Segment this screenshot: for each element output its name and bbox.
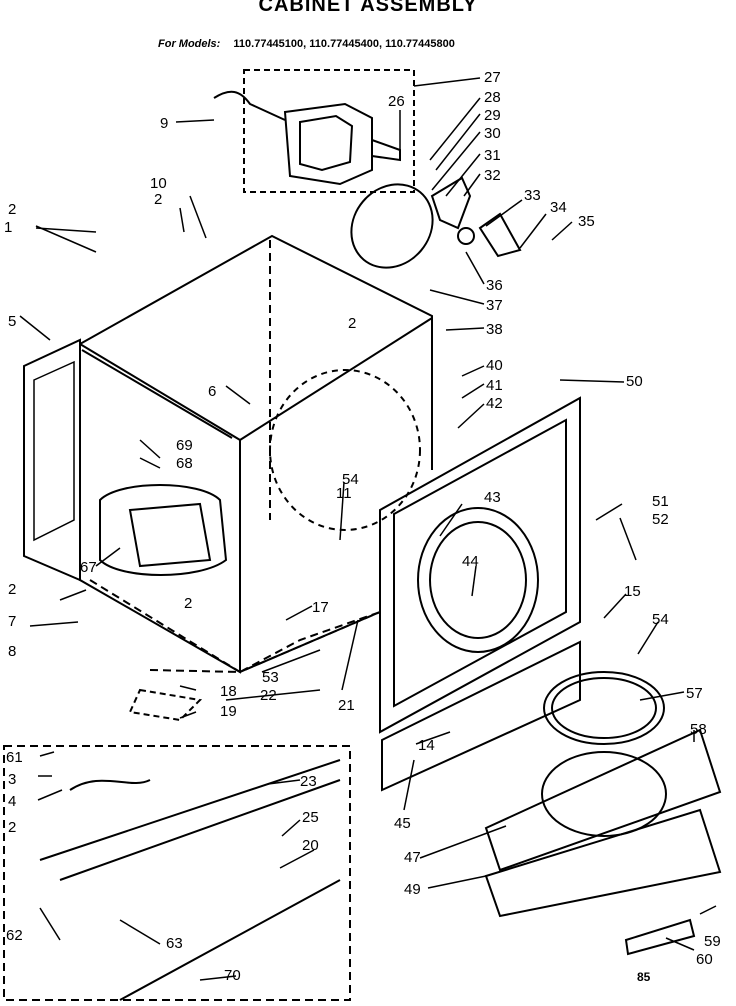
callout-57: 57 (686, 685, 703, 702)
callout-41: 41 (486, 377, 503, 394)
cabinet (79, 234, 433, 674)
callout-21: 21 (338, 697, 355, 714)
callout-29: 29 (484, 107, 501, 124)
leader-lines (19, 77, 717, 981)
callout-31: 31 (484, 147, 501, 164)
callout-50: 50 (626, 373, 643, 390)
callout-11: 11 (336, 485, 352, 502)
models-label: For Models: (158, 38, 221, 50)
callout-6: 6 (208, 383, 216, 400)
models-line: For Models: 110.77445100, 110.77445400, … (158, 38, 455, 50)
diagram-title: CABINET ASSEMBLY (258, 0, 478, 16)
callout-42: 42 (486, 395, 503, 412)
callout-32: 32 (484, 167, 501, 184)
callout-36: 36 (486, 277, 503, 294)
callout-4: 4 (8, 793, 16, 810)
callout-3: 3 (8, 771, 16, 788)
callout-60: 60 (696, 951, 713, 968)
callout-49: 49 (404, 881, 421, 898)
callout-58: 58 (690, 721, 707, 738)
wiring-harness (39, 759, 341, 1001)
motor (213, 90, 401, 186)
callout-69: 69 (176, 437, 193, 454)
idler-arm (478, 212, 522, 258)
callout-45: 45 (394, 815, 411, 832)
callout-10: 10 (150, 175, 167, 192)
callout-47: 47 (404, 849, 421, 866)
callout-35: 35 (578, 213, 595, 230)
door-seal (543, 671, 665, 745)
callout-2: 2 (154, 191, 162, 208)
callout-54: 54 (342, 471, 359, 488)
callout-44: 44 (462, 553, 479, 570)
callout-51: 51 (652, 493, 669, 510)
callout-61: 61 (6, 749, 23, 766)
callout-62: 62 (6, 927, 23, 944)
callout-1: 1 (4, 219, 12, 236)
callout-18: 18 (220, 683, 237, 700)
side-panel (23, 338, 81, 582)
callout-labels: 1 2 2 2 2 2 2 3 4 5 6 7 8 9 10 11 14 15 … (4, 69, 721, 984)
callout-63: 63 (166, 935, 183, 952)
callout-14: 14 (418, 737, 435, 754)
callout-40: 40 (486, 357, 503, 374)
base-dashed (149, 611, 381, 674)
callout-19: 19 (220, 703, 237, 720)
callout-67: 67 (80, 559, 97, 576)
callout-59: 59 (704, 933, 721, 950)
callout-23: 23 (300, 773, 317, 790)
models-list: 110.77445100, 110.77445400, 110.77445800 (233, 38, 455, 50)
idler-bracket (430, 176, 472, 230)
page-code: 85 (637, 970, 651, 984)
callout-43: 43 (484, 489, 501, 506)
door-handle (624, 918, 696, 956)
callout-33: 33 (524, 187, 541, 204)
callout-5: 5 (8, 313, 16, 330)
drive-belt (350, 183, 434, 269)
callout-68: 68 (176, 455, 193, 472)
callout-2: 2 (8, 581, 16, 598)
idler-pulley (457, 227, 475, 245)
callout-25: 25 (302, 809, 319, 826)
callout-38: 38 (486, 321, 503, 338)
callout-8: 8 (8, 643, 16, 660)
wiring-harness-box (3, 745, 351, 1001)
callout-30: 30 (484, 125, 501, 142)
callout-9: 9 (160, 115, 168, 132)
callout-34: 34 (550, 199, 567, 216)
callout-28: 28 (484, 89, 501, 106)
front-panel (379, 396, 581, 734)
callout-2: 2 (184, 595, 192, 612)
callout-22: 22 (260, 687, 277, 704)
callout-26: 26 (388, 93, 405, 110)
callout-70: 70 (224, 967, 241, 984)
callout-7: 7 (8, 613, 16, 630)
door-frame (484, 808, 722, 918)
callout-15: 15 (624, 583, 641, 600)
callout-20: 20 (302, 837, 319, 854)
callout-17: 17 (312, 599, 329, 616)
toe-panel (381, 640, 581, 792)
callout-54: 54 (652, 611, 669, 628)
motor-group-box (243, 69, 415, 193)
callout-2: 2 (8, 819, 16, 836)
door (484, 728, 722, 872)
callout-53: 53 (262, 669, 279, 686)
callout-37: 37 (486, 297, 503, 314)
callout-2: 2 (8, 201, 16, 218)
callout-52: 52 (652, 511, 669, 528)
callout-2: 2 (348, 315, 356, 332)
callout-27: 27 (484, 69, 501, 86)
motor-blower-assembly (99, 484, 228, 576)
